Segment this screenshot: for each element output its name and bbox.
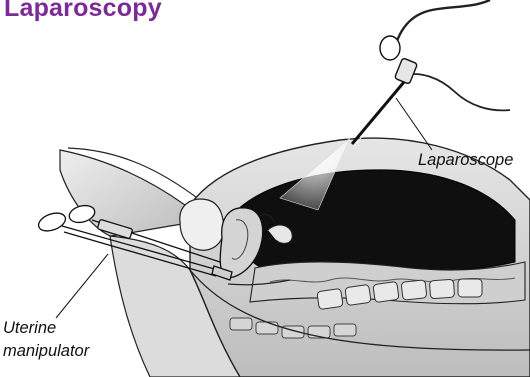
uterine-label-line1: Uterine bbox=[3, 317, 89, 340]
uterine-manipulator-label: Uterine manipulator bbox=[3, 317, 89, 363]
bladder bbox=[180, 199, 224, 250]
laparoscope-label: Laparoscope bbox=[418, 150, 513, 171]
uterine-leader-line bbox=[56, 254, 108, 318]
page-title: Laparoscopy bbox=[4, 0, 162, 24]
laparoscope-instrument bbox=[352, 0, 510, 146]
uterine-label-line2: manipulator bbox=[3, 340, 89, 363]
thigh bbox=[60, 150, 198, 236]
